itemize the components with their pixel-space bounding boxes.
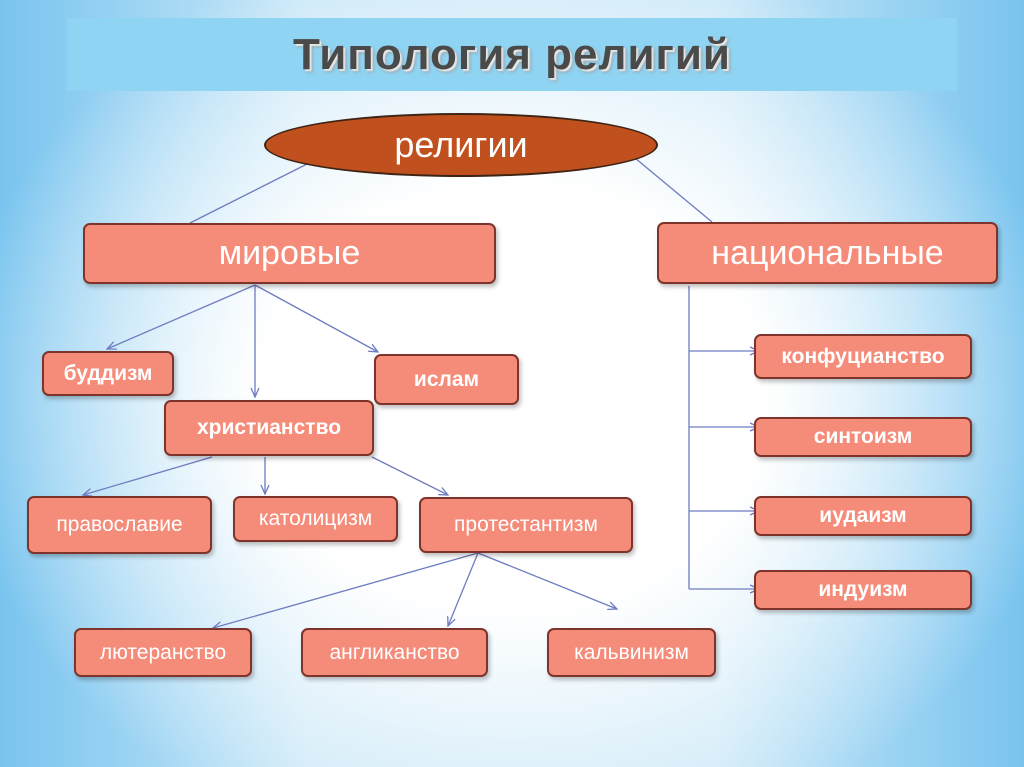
node-label: буддизм — [63, 361, 153, 385]
node-protestantism: протестантизм — [419, 497, 633, 553]
node-christianity: христианство — [164, 400, 374, 456]
node-label: англиканство — [329, 640, 460, 664]
page-title: Типология религий — [293, 29, 731, 79]
link-world-islam — [254, 284, 378, 352]
node-islam: ислам — [374, 354, 519, 405]
link-christianity-protestantism — [371, 456, 448, 495]
node-calvinism: кальвинизм — [547, 628, 716, 677]
node-catholicism: католицизм — [233, 496, 398, 542]
link-protestantism-lutheranism — [213, 552, 479, 628]
root-node-religions: религии — [264, 113, 658, 177]
root-label: религии — [394, 124, 528, 165]
node-hinduism: индуизм — [754, 570, 972, 610]
link-protestantism-anglicanism — [448, 552, 479, 626]
node-anglicanism: англиканство — [301, 628, 488, 677]
node-lutheranism: лютеранство — [74, 628, 252, 677]
node-label: ислам — [413, 367, 480, 391]
link-root-world — [189, 159, 316, 224]
node-label: христианство — [196, 416, 342, 439]
node-orthodoxy: православие — [27, 496, 212, 554]
node-label: национальные — [711, 233, 944, 272]
link-root-national — [634, 157, 713, 223]
node-label: конфуцианство — [781, 344, 945, 368]
link-protestantism-calvinism — [477, 552, 617, 609]
node-shinto: синтоизм — [754, 417, 972, 457]
node-label: православие — [56, 513, 183, 536]
node-buddhism: буддизм — [42, 351, 174, 396]
node-confucianism: конфуцианство — [754, 334, 972, 379]
node-label: протестантизм — [454, 513, 598, 536]
node-label: лютеранство — [99, 640, 227, 664]
link-world-buddhism — [107, 284, 256, 349]
node-label: мировые — [218, 234, 361, 272]
title-bar: Типология религий — [67, 18, 957, 91]
node-label: католицизм — [258, 507, 373, 530]
node-label: индуизм — [818, 578, 908, 601]
node-world-religions: мировые — [83, 223, 496, 284]
node-label: кальвинизм — [574, 640, 689, 664]
node-label: иудаизм — [819, 504, 907, 527]
link-christianity-orthodoxy — [83, 456, 213, 495]
node-national-religions: национальные — [657, 222, 998, 284]
node-judaism: иудаизм — [754, 496, 972, 536]
node-label: синтоизм — [813, 425, 913, 448]
